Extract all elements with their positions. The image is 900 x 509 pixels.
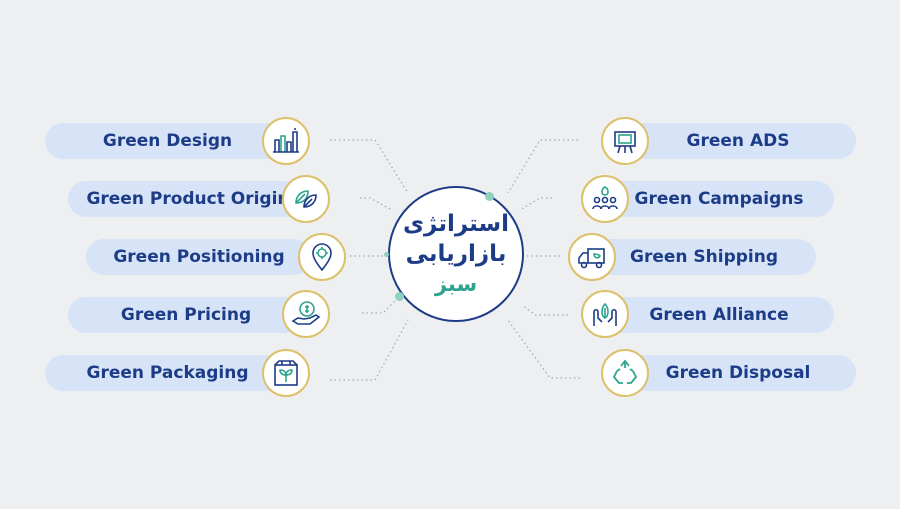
center-hub: استراتژی بازاریابی سبز [388,186,524,322]
hub-title-line1: استراتژی [402,211,510,237]
item-label: Green Packaging [86,363,249,383]
recycle-icon [601,349,649,397]
item-label: Green Design [102,131,233,151]
hand-coin-icon [282,290,330,338]
item-green-positioning: Green Positioning [86,239,312,275]
leaves-icon [282,175,330,223]
hands-leaf-icon [581,290,629,338]
hub-dot-bottom-left [395,292,404,301]
item-label: Green Pricing [120,305,252,325]
hub-title-line3: سبز [434,272,478,296]
item-green-product-origin: Green Product Origin [68,181,308,217]
location-pin-icon [298,233,346,281]
hub-title-line2: بازاریابی [405,241,507,267]
item-label: Green Positioning [113,247,285,267]
item-green-disposal: Green Disposal [620,355,856,391]
item-label: Green Shipping [629,247,779,267]
item-label: Green Alliance [649,305,789,325]
item-label: Green ADS [686,131,790,151]
item-green-campaigns: Green Campaigns [604,181,834,217]
item-label: Green Campaigns [634,189,804,209]
delivery-truck-icon [568,233,616,281]
hub-dot-top-right [485,192,494,201]
item-green-packaging: Green Packaging [45,355,290,391]
item-green-pricing: Green Pricing [68,297,304,333]
item-green-alliance: Green Alliance [604,297,834,333]
package-plant-icon [262,349,310,397]
item-label: Green Disposal [665,363,811,383]
item-label: Green Product Origin [86,189,290,209]
item-green-shipping: Green Shipping [592,239,816,275]
hub-dot-left [384,252,389,257]
factory-chart-icon [262,117,310,165]
item-green-design: Green Design [45,123,290,159]
people-group-icon [581,175,629,223]
item-green-ads: Green ADS [620,123,856,159]
billboard-icon [601,117,649,165]
